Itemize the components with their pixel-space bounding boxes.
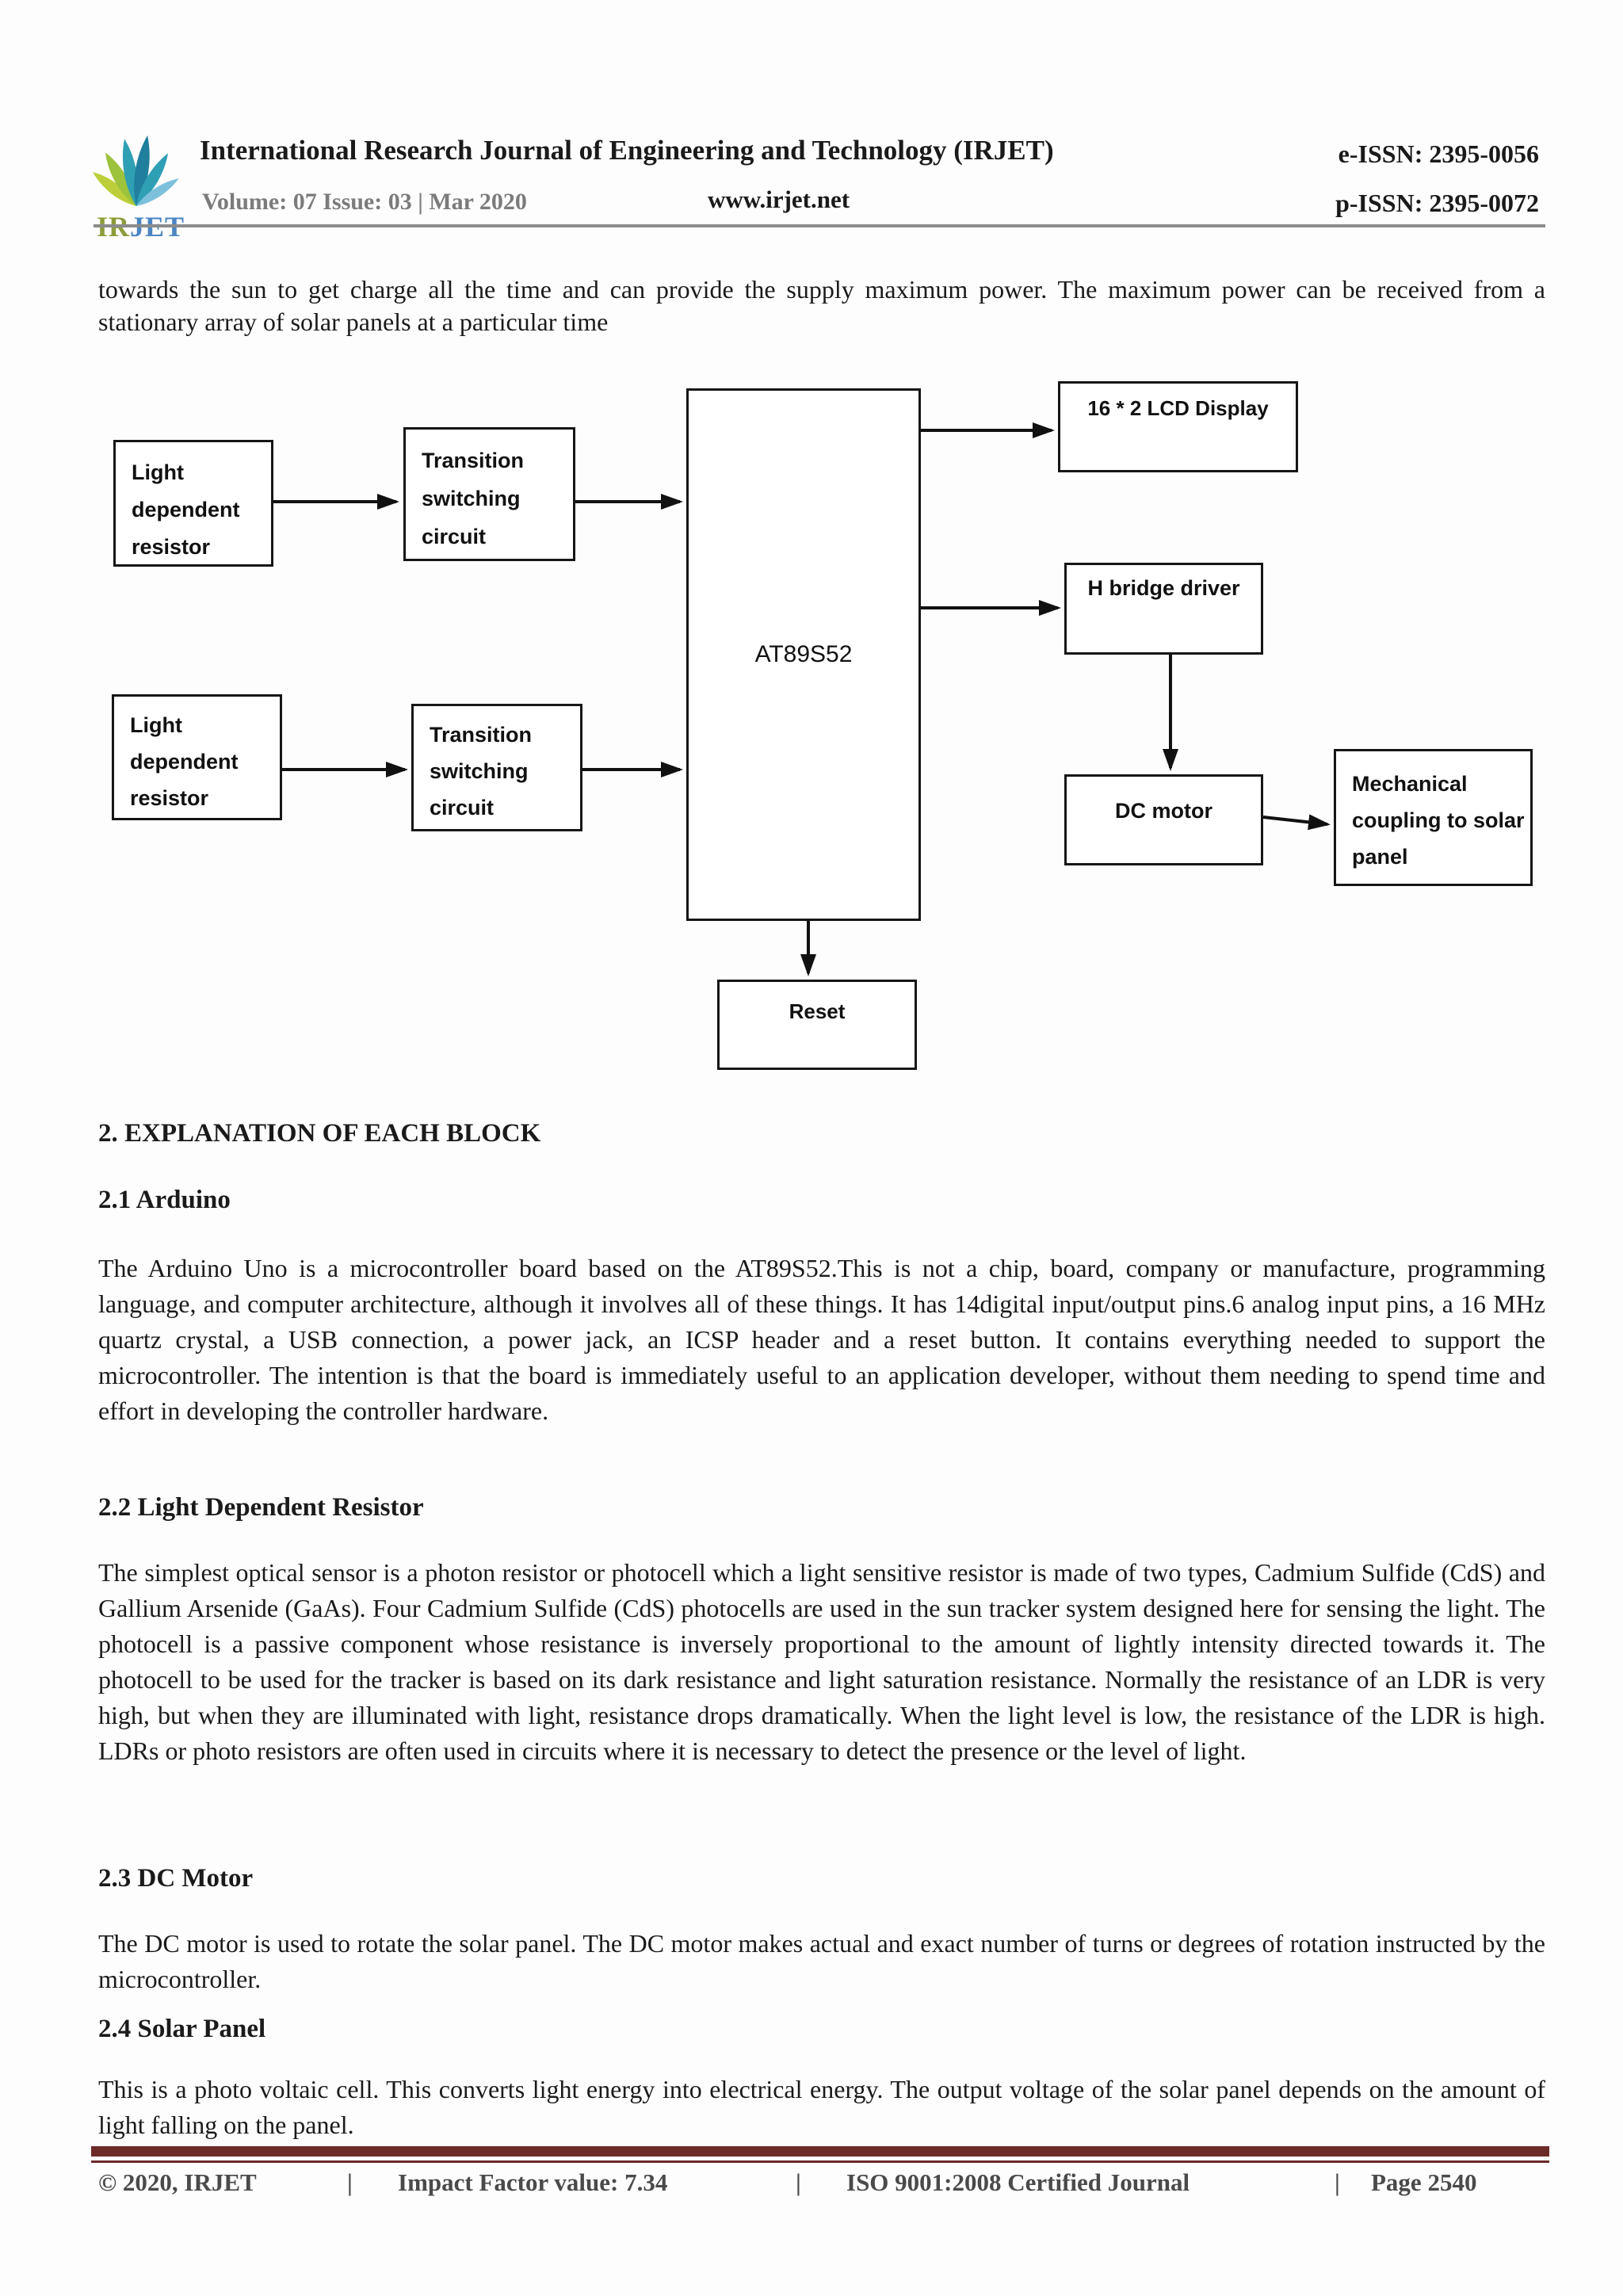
volume-issue: Volume: 07 Issue: 03 | Mar 2020 bbox=[202, 189, 527, 215]
footer-rule-thin bbox=[91, 2160, 1549, 2163]
footer-separator-2: | bbox=[796, 2168, 801, 2196]
paragraph-arduino: The Arduino Uno is a microcontroller boa… bbox=[98, 1254, 1545, 1425]
block-h-bridge-driver: H bridge driver bbox=[1064, 563, 1263, 655]
section-heading-ldr: 2.2 Light Dependent Resistor bbox=[98, 1493, 424, 1522]
section-heading-solar-panel: 2.4 Solar Panel bbox=[98, 2015, 266, 2043]
intro-paragraph: towards the sun to get charge all the ti… bbox=[98, 275, 1545, 336]
journal-title: International Research Journal of Engine… bbox=[200, 135, 1054, 166]
footer-copyright: © 2020, IRJET bbox=[98, 2168, 257, 2196]
paragraph-solar-panel: This is a photo voltaic cell. This conve… bbox=[98, 2075, 1545, 2139]
paragraph-dc-motor: The DC motor is used to rotate the solar… bbox=[98, 1929, 1545, 1993]
footer-separator-3: | bbox=[1335, 2168, 1340, 2196]
paragraph-ldr: The simplest optical sensor is a photon … bbox=[98, 1558, 1545, 1765]
p-issn: p-ISSN: 2395-0072 bbox=[1335, 189, 1539, 217]
block-at89s52: AT89S52 bbox=[686, 388, 921, 921]
block-reset: Reset bbox=[717, 980, 917, 1070]
footer-impact-factor: Impact Factor value: 7.34 bbox=[398, 2168, 668, 2196]
block-ldr-top: Light dependent resistor bbox=[113, 440, 273, 567]
section-heading-explanation: 2. EXPLANATION OF EACH BLOCK bbox=[98, 1119, 541, 1148]
section-heading-dc-motor: 2.3 DC Motor bbox=[98, 1864, 254, 1893]
section-heading-arduino: 2.1 Arduino bbox=[98, 1186, 231, 1214]
block-mechanical-coupling: Mechanical coupling to solar panel bbox=[1334, 749, 1533, 886]
journal-website: www.irjet.net bbox=[708, 185, 850, 213]
footer-iso-certification: ISO 9001:2008 Certified Journal bbox=[846, 2168, 1190, 2196]
header-divider bbox=[94, 224, 1545, 227]
block-lcd-display: 16 * 2 LCD Display bbox=[1058, 381, 1298, 472]
footer-rule-thick bbox=[91, 2146, 1549, 2157]
block-ldr-bottom: Light dependent resistor bbox=[112, 694, 282, 820]
e-issn: e-ISSN: 2395-0056 bbox=[1338, 139, 1539, 168]
block-transition-switching-bottom: Transition switching circuit bbox=[411, 704, 582, 831]
block-dc-motor: DC motor bbox=[1064, 774, 1263, 865]
block-transition-switching-top: Transition switching circuit bbox=[403, 427, 575, 561]
footer-separator-1: | bbox=[347, 2168, 353, 2196]
footer-page-number: Page 2540 bbox=[1371, 2168, 1477, 2196]
irjet-logo: IRJET bbox=[93, 135, 184, 243]
